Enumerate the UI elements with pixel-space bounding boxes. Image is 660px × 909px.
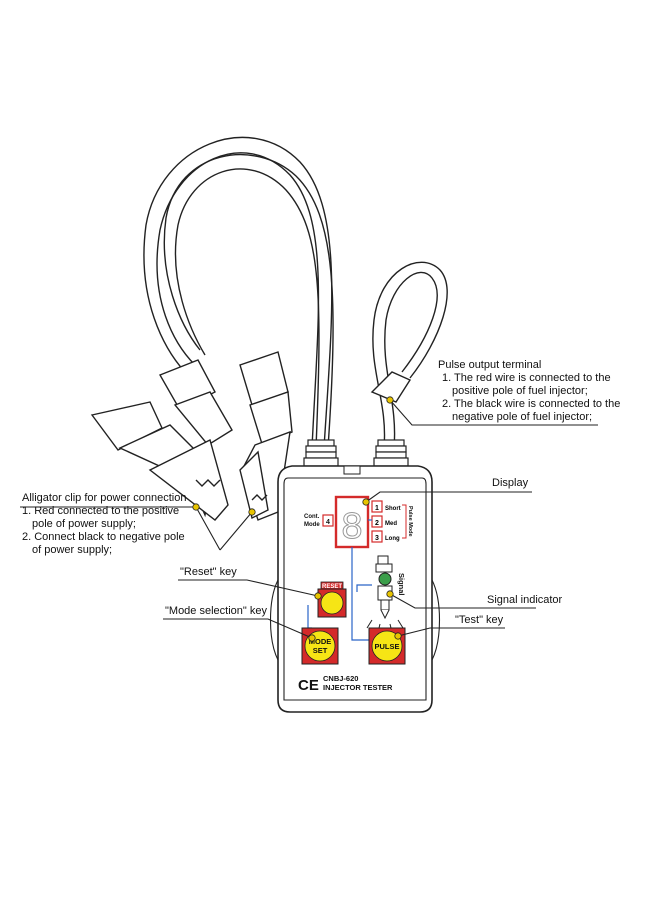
model-number: CNBJ-620 xyxy=(323,674,358,683)
mode-1-label: Short xyxy=(385,506,401,512)
display-digit: 8 xyxy=(341,507,364,550)
alligator-callout: Alligator clip for power connection 1. R… xyxy=(22,492,186,557)
signal-led xyxy=(378,572,392,586)
reset-key-label: RESET xyxy=(322,584,342,590)
cont-mode-label-line1: Cont. xyxy=(304,514,320,520)
pulse-output-line-1: 1. The red wire is connected to the xyxy=(442,372,611,384)
alligator-line-2: pole of power supply; xyxy=(32,518,136,530)
pulse-output-marker xyxy=(386,396,394,404)
mode-marker xyxy=(308,634,316,642)
mode-2-number: 2 xyxy=(375,520,379,527)
alligator-line-4: of power supply; xyxy=(32,544,113,556)
test-marker xyxy=(394,632,402,640)
pulse-output-line-3: 2. The black wire is connected to the xyxy=(442,398,621,410)
reset-button[interactable]: RESET xyxy=(317,581,347,618)
mode-3-number: 3 xyxy=(375,535,379,542)
alligator-clip-left xyxy=(90,359,233,521)
callout-markers xyxy=(192,396,402,642)
power-cable-loop xyxy=(143,136,334,449)
injector-icon xyxy=(366,555,404,633)
display-marker xyxy=(362,498,370,506)
pulse-mode-vertical-label: Pulse Mode xyxy=(407,506,413,537)
display: 8 xyxy=(334,495,370,551)
mode-2-label: Med xyxy=(385,521,397,527)
signal-marker xyxy=(386,590,394,598)
display-callout: Display xyxy=(492,477,529,489)
pulse-output-line-2: positive pole of fuel injector; xyxy=(452,385,588,397)
mode-indicator-3: 3 Long xyxy=(371,530,400,543)
alligator-line-1: 1. Red connected to the positive xyxy=(22,505,180,517)
pulse-output-title: Pulse output terminal xyxy=(438,359,542,371)
mode-selection-key-callout: "Mode selection" key xyxy=(165,605,267,617)
reset-key-callout: "Reset" key xyxy=(180,566,237,578)
pulse-key-label: PULSE xyxy=(374,642,399,651)
cont-mode-label-line2: Mode xyxy=(304,522,320,528)
device-name: INJECTOR TESTER xyxy=(323,683,393,692)
mode-set-label-line2: SET xyxy=(313,646,328,655)
mode-1-number: 1 xyxy=(375,505,379,512)
alligator-clip-right xyxy=(239,351,293,521)
cable-strain-relief-right xyxy=(373,439,409,467)
pulse-output-callout: Pulse output terminal 1. The red wire is… xyxy=(438,359,620,424)
mode-set-button[interactable]: MODE SET xyxy=(301,627,339,665)
reset-key-cap[interactable] xyxy=(320,591,344,615)
alligator-line-3: 2. Connect black to negative pole xyxy=(22,531,185,543)
display-frame xyxy=(334,495,370,549)
mode-indicator-2: 2 Med xyxy=(371,515,397,528)
cont-mode-number-box xyxy=(322,514,334,527)
test-key-callout: "Test" key xyxy=(455,614,504,626)
alligator-right-marker xyxy=(248,508,256,516)
pulse-mode-bracket xyxy=(402,504,407,539)
signal-vertical-label: Signal xyxy=(397,573,406,596)
reset-marker xyxy=(314,592,322,600)
signal-indicator-callout: Signal indicator xyxy=(487,594,563,606)
mode-set-label-line1: MODE xyxy=(309,637,332,646)
cont-mode-number: 4 xyxy=(326,519,330,526)
alligator-title: Alligator clip for power connection xyxy=(22,492,187,504)
pulse-output-lead xyxy=(370,261,448,449)
alligator-left-marker xyxy=(192,503,200,511)
cable-strain-relief-left xyxy=(303,439,339,467)
mode-3-label: Long xyxy=(385,536,400,542)
mode-indicator-1: 1 Short xyxy=(371,500,401,513)
pulse-output-line-4: negative pole of fuel injector; xyxy=(452,411,593,423)
pulse-key-cap[interactable] xyxy=(371,630,403,662)
ce-mark: CE xyxy=(298,677,319,694)
pulse-button[interactable]: PULSE xyxy=(368,627,406,665)
